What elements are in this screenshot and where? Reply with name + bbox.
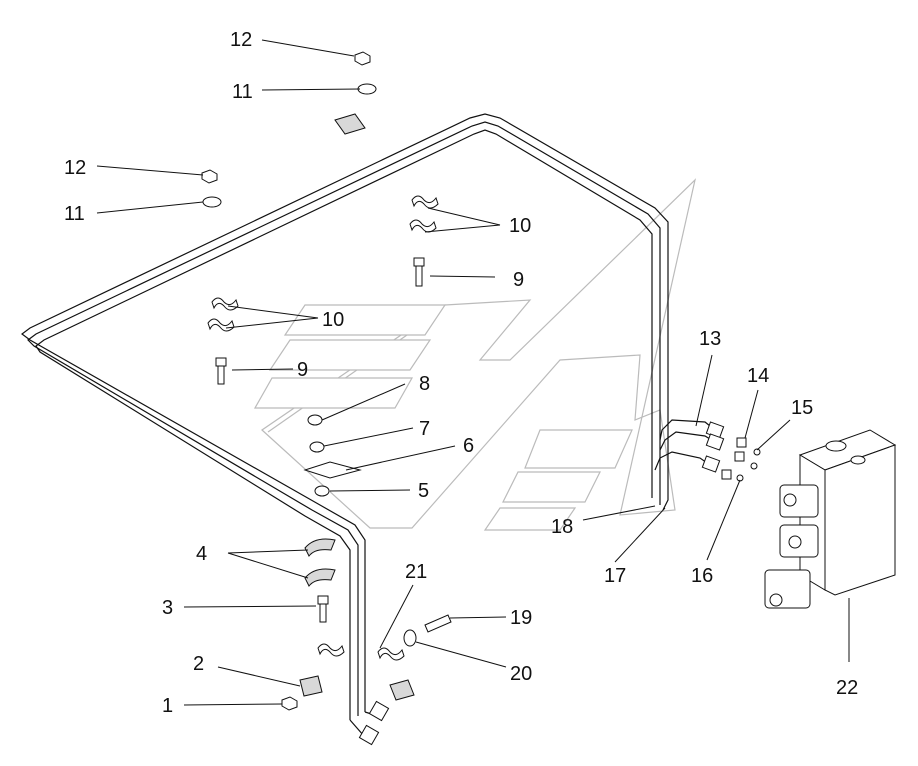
plate-icon [299, 675, 323, 697]
oring-icon [750, 462, 758, 470]
bolt-icon [415, 265, 423, 287]
valve-block [764, 429, 897, 609]
plate-icon [389, 679, 415, 701]
callout-7: 7 [419, 418, 430, 440]
clip-icon [211, 297, 239, 311]
clip-icon [207, 318, 235, 332]
pipe-fittings [358, 421, 725, 746]
callout-14: 14 [747, 365, 769, 387]
fitting-icon [736, 437, 747, 448]
callout-8: 8 [419, 373, 430, 395]
callout-13: 13 [699, 328, 721, 350]
hardware-parts [201, 51, 761, 711]
callout-3: 3 [162, 597, 173, 619]
callout-4: 4 [196, 543, 207, 565]
clip-icon [411, 195, 439, 209]
clip-icon [409, 219, 437, 233]
washer-icon [314, 485, 330, 497]
fitting-icon [734, 451, 745, 462]
callout-15: 15 [791, 397, 813, 419]
nut-icon [354, 51, 371, 66]
callout-2: 2 [193, 653, 204, 675]
bolt-icon [424, 614, 452, 633]
clip-icon [317, 643, 345, 657]
callout-labels: 12 11 12 11 10 9 10 9 8 7 6 5 4 3 2 1 21… [64, 29, 858, 717]
callout-19: 19 [510, 607, 532, 629]
bolt-icon [217, 365, 225, 385]
callout-1: 1 [162, 695, 173, 717]
callout-10: 10 [322, 309, 344, 331]
clamp-icon [304, 568, 336, 587]
callout-12: 12 [64, 157, 86, 179]
callout-11: 11 [232, 81, 253, 103]
plate-icon [334, 113, 366, 135]
washer-icon [357, 83, 377, 95]
washer-icon [309, 441, 325, 453]
callout-11: 11 [64, 203, 85, 225]
washer-icon [307, 414, 323, 426]
watermark-logo [253, 178, 697, 531]
callout-16: 16 [691, 565, 713, 587]
clip-icon [377, 647, 405, 661]
pipe-harness [21, 113, 716, 737]
oring-icon [753, 448, 761, 456]
fitting-icon [721, 469, 732, 480]
callout-5: 5 [418, 480, 429, 502]
bracket-icon [303, 461, 362, 479]
nut-icon [281, 696, 298, 711]
callout-10: 10 [509, 215, 531, 237]
callout-6: 6 [463, 435, 474, 457]
washer-icon [403, 629, 417, 647]
callout-21: 21 [405, 561, 427, 583]
nut-icon [201, 169, 218, 184]
callout-9: 9 [513, 269, 524, 291]
washer-icon [202, 196, 222, 208]
bolt-icon [413, 257, 425, 267]
bolt-icon [319, 603, 327, 623]
clamp-icon [304, 538, 336, 557]
callout-17: 17 [604, 565, 626, 587]
callout-12: 12 [230, 29, 252, 51]
leader-lines [96, 39, 850, 706]
bolt-icon [215, 357, 227, 367]
bolt-icon [317, 595, 329, 605]
callout-22: 22 [836, 677, 858, 699]
callout-18: 18 [551, 516, 573, 538]
callout-20: 20 [510, 663, 532, 685]
callout-9: 9 [297, 359, 308, 381]
